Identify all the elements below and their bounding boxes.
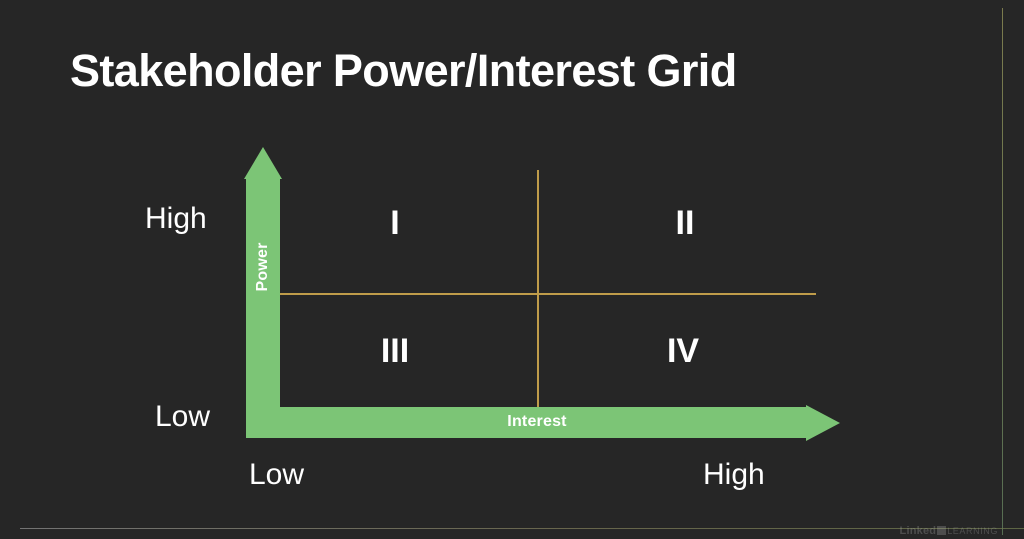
watermark-product: LEARNING bbox=[947, 526, 998, 536]
linkedin-icon bbox=[937, 526, 947, 535]
power-axis-title: Power bbox=[254, 242, 271, 292]
interest-axis-title: Interest bbox=[507, 413, 567, 430]
interest-axis-high-label: High bbox=[703, 458, 765, 491]
page-title: Stakeholder Power/Interest Grid bbox=[70, 45, 737, 96]
interest-axis-low-label: Low bbox=[249, 458, 305, 491]
quadrant-divider-horizontal bbox=[278, 293, 816, 295]
quadrant-label-iv: IV bbox=[666, 332, 700, 370]
quadrant-label-ii: II bbox=[675, 204, 695, 242]
slide-edge-right bbox=[1002, 8, 1003, 535]
power-axis-high-label: High bbox=[145, 202, 207, 235]
interest-arrowhead-icon bbox=[806, 405, 840, 441]
quadrant-divider-vertical bbox=[537, 170, 539, 412]
power-arrowhead-icon bbox=[244, 147, 282, 179]
slide-edge-bottom bbox=[20, 528, 1024, 529]
linkedin-learning-watermark: Linked LEARNING bbox=[900, 525, 998, 537]
quadrant-label-i: I bbox=[390, 204, 400, 242]
interest-axis-arrow bbox=[246, 407, 808, 438]
watermark-brand: Linked bbox=[899, 525, 937, 537]
quadrant-label-iii: III bbox=[380, 332, 410, 370]
power-axis-low-label: Low bbox=[155, 400, 211, 433]
power-axis-arrow bbox=[246, 176, 280, 438]
